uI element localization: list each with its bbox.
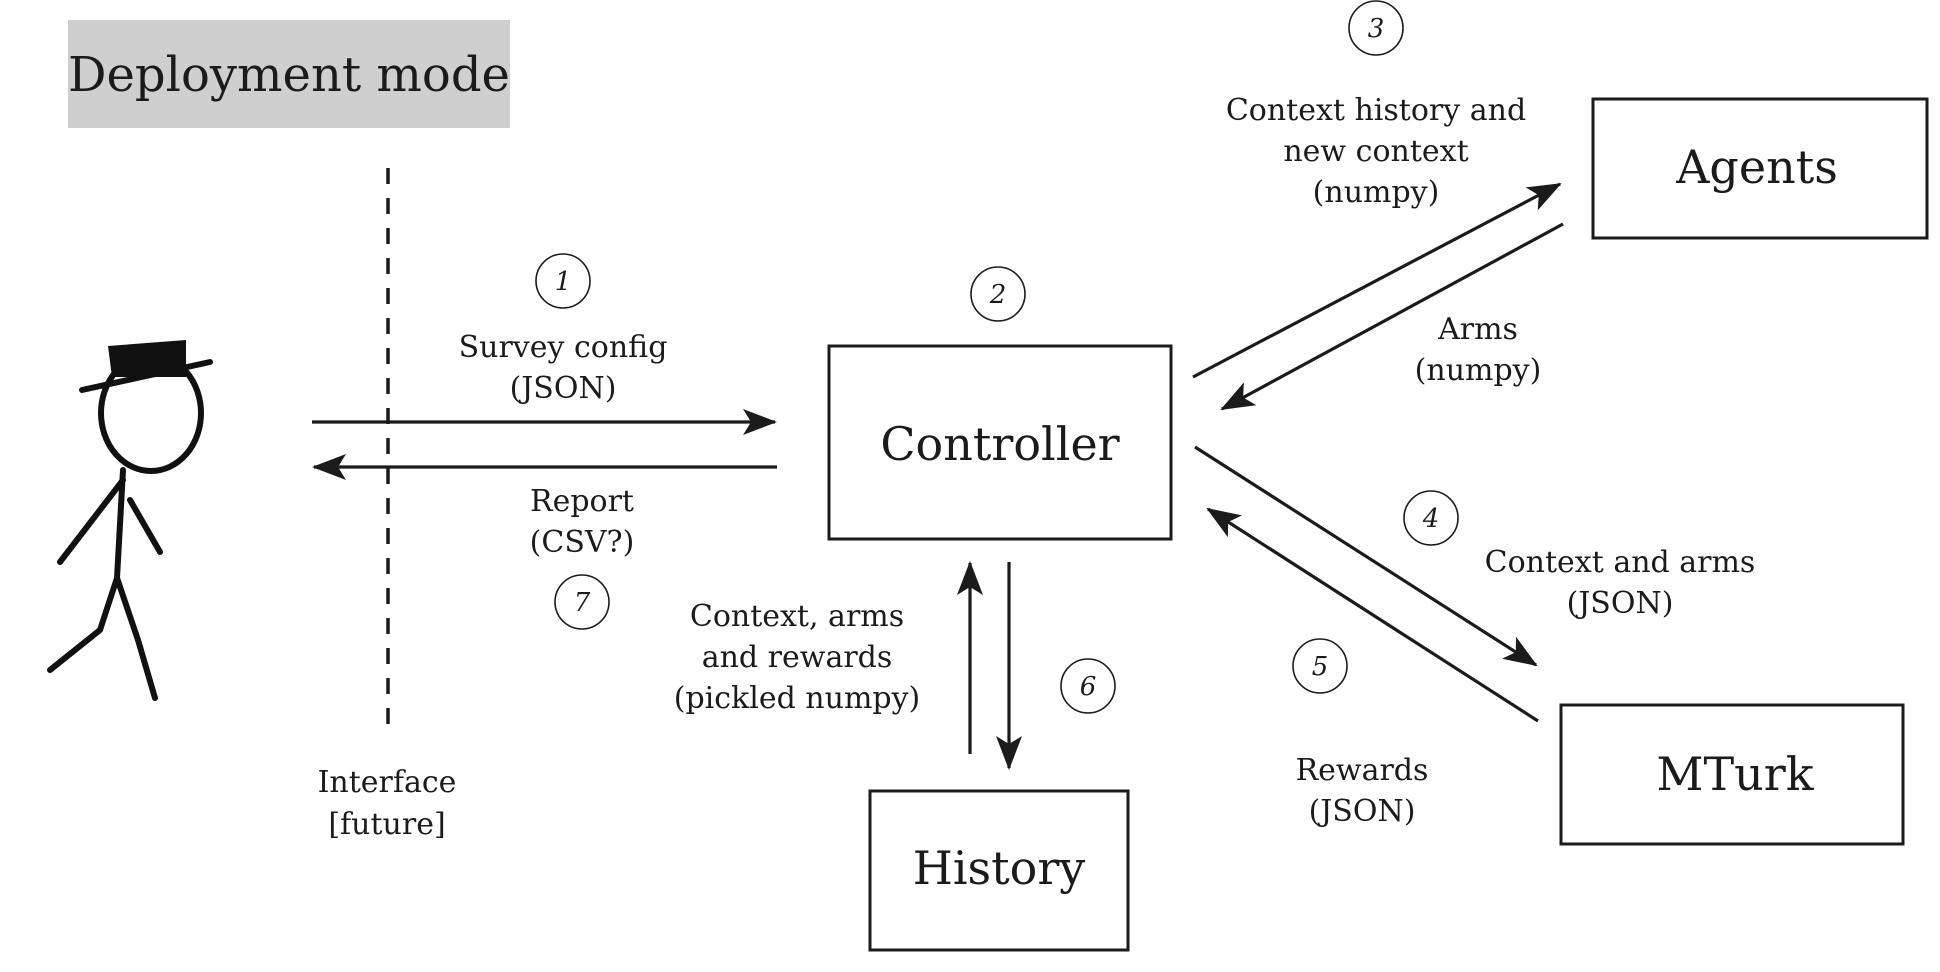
step-4: 4 (1403, 490, 1459, 546)
step-4-number: 4 (1422, 504, 1440, 534)
arms-from-agents-label-1: Arms (1437, 312, 1518, 347)
context-to-agents-arrow (1192, 182, 1562, 379)
context-to-mturk-label-1: Context and arms (1485, 545, 1756, 580)
report-label-1: Report (530, 484, 634, 519)
step-5-number: 5 (1312, 652, 1329, 682)
step-7: 7 (554, 574, 610, 630)
controller-node: Controller (827, 344, 1173, 541)
context-to-agents-label-1: Context history and (1226, 93, 1526, 128)
step-1-number: 1 (555, 267, 572, 297)
survey-config-label-1: Survey config (459, 330, 668, 365)
arms-from-agents-arrow (1220, 222, 1564, 411)
history-label: History (913, 841, 1086, 895)
rewards-from-mturk-arrow (1206, 507, 1539, 723)
mturk-label: MTurk (1656, 747, 1814, 801)
rewards-from-mturk-label-2: (JSON) (1309, 794, 1416, 829)
rewards-from-mturk-label-1: Rewards (1296, 753, 1429, 788)
agents-box (1591, 97, 1929, 240)
step-5: 5 (1292, 638, 1348, 694)
survey-config-label-2: (JSON) (510, 371, 617, 406)
step-2: 2 (970, 266, 1026, 322)
controller-box (827, 344, 1173, 541)
controller-label: Controller (880, 417, 1119, 471)
step-6: 6 (1060, 658, 1116, 714)
diagram-title: Deployment mode (68, 47, 510, 103)
step-3: 3 (1348, 0, 1404, 56)
report-label-2: (CSV?) (530, 525, 635, 560)
agents-label: Agents (1675, 140, 1838, 194)
interface-label-line-2: [future] (328, 807, 445, 842)
title-banner: Deployment mode (68, 20, 510, 128)
title-background (68, 20, 510, 128)
arms-from-agents-label-2: (numpy) (1415, 353, 1542, 388)
step-3-number: 3 (1368, 14, 1385, 44)
step-6-number: 6 (1080, 672, 1097, 702)
mturk-box (1559, 703, 1905, 846)
history-box (868, 789, 1130, 952)
step-1: 1 (535, 253, 591, 309)
context-to-mturk-arrow (1194, 445, 1538, 667)
step-2-number: 2 (989, 280, 1007, 310)
step-7-number: 7 (574, 588, 591, 618)
history-exchange-label-1: Context, arms (690, 599, 904, 634)
user-stick-figure (47, 340, 213, 701)
context-to-agents-label-2: new context (1283, 134, 1468, 169)
history-exchange-label-2: and rewards (702, 640, 893, 675)
context-to-mturk-label-2: (JSON) (1567, 586, 1674, 621)
mturk-node: MTurk (1559, 703, 1905, 846)
history-node: History (868, 789, 1130, 952)
history-exchange-label-3: (pickled numpy) (674, 681, 921, 716)
interface-label-line-1: Interface (318, 765, 457, 800)
context-to-agents-label-3: (numpy) (1313, 175, 1440, 210)
agents-node: Agents (1591, 97, 1929, 240)
